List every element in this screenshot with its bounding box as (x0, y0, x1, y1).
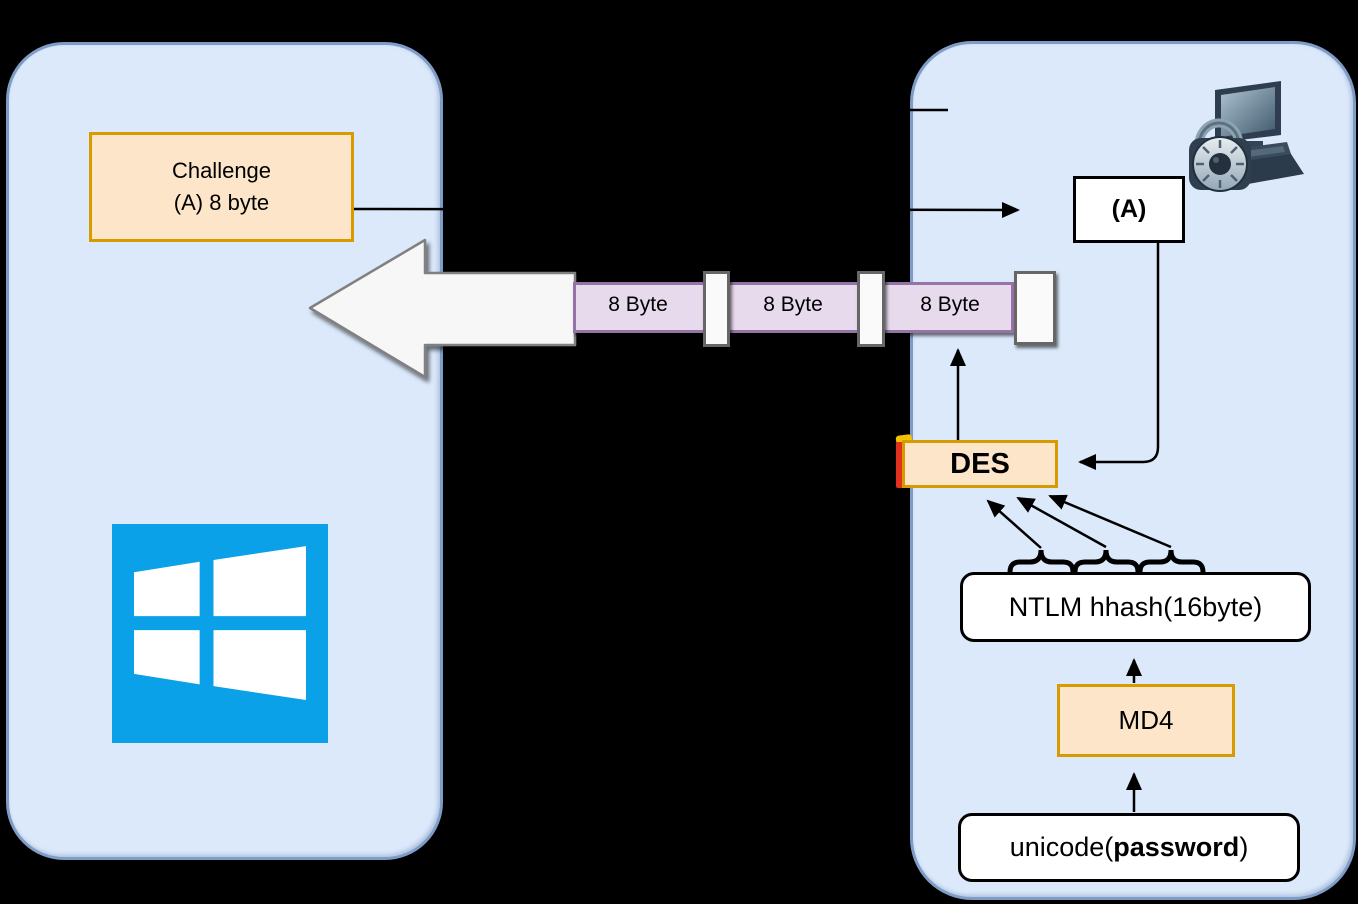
ntlm-hash-box: NTLM hhash(16byte) (960, 572, 1311, 642)
challenge-box-line1: Challenge (171, 158, 272, 184)
unicode-password: password (1113, 832, 1240, 862)
byte-separator (857, 271, 885, 347)
hash-brace-1 (1007, 549, 1076, 575)
unicode-suffix: ) (1239, 832, 1249, 862)
hash-brace-3 (1137, 549, 1206, 575)
brace2-to-des-line (1016, 496, 1107, 549)
response-byte-bar (573, 282, 1014, 333)
challenge-connector-line (352, 201, 1020, 218)
hash-brace-2 (1072, 549, 1141, 575)
a-to-des-line (1078, 243, 1160, 470)
computer-lock-icon (1183, 80, 1305, 208)
byte-bar-end-cap (1014, 271, 1056, 345)
windows-logo-icon (112, 524, 328, 743)
challenge-box-line2: (A) 8 byte (173, 190, 270, 215)
des-box: DES (902, 440, 1058, 488)
response-arrow (308, 238, 577, 379)
byte-segment-label: 8 Byte (608, 293, 668, 316)
byte-segment-label: 8 Byte (920, 293, 980, 316)
challenge-box: Challenge (A) 8 byte (89, 132, 354, 242)
brace3-to-des-line (1048, 494, 1172, 549)
md4-box: MD4 (1057, 684, 1235, 757)
des-artifact-red (896, 442, 904, 488)
challenge-a-box: (A) (1073, 176, 1185, 243)
brace1-to-des-line (986, 499, 1042, 549)
unicode-password-box: unicode(password) (958, 813, 1300, 882)
byte-segment-label: 8 Byte (763, 293, 823, 316)
unicode-prefix: unicode( (1009, 832, 1114, 862)
byte-separator (703, 271, 730, 347)
